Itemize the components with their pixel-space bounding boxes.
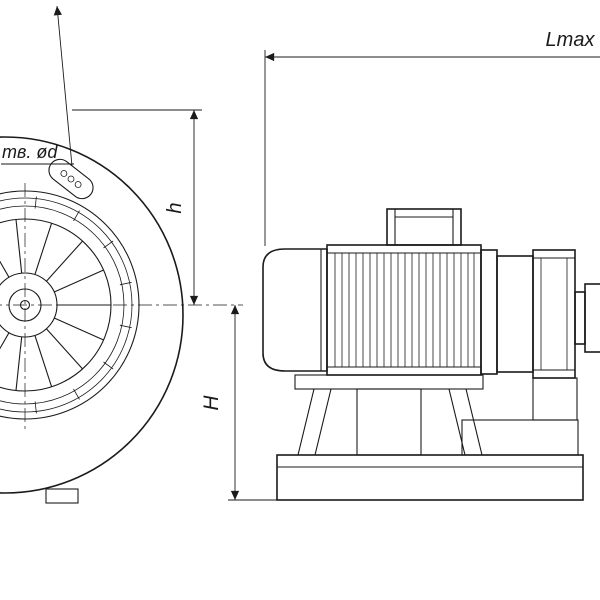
impeller-hub [0,272,58,338]
centerlines [0,183,243,430]
cooling-fins [334,253,475,367]
tab-hole [74,181,82,188]
holes-callout: тв. ød [1,5,74,167]
dimension-lmax: Lmax [264,29,600,246]
holes-note-label: тв. ød [2,142,58,162]
motor-pedestal [294,374,484,456]
lmax-dimension-label: Lmax [546,29,596,51]
base-plate [276,454,584,501]
motor-body [326,244,482,376]
impeller-blades [0,219,111,391]
scroll-housing-circle [0,136,184,494]
dimension-H: H [200,305,281,501]
housing-foot [45,488,79,504]
H-dimension-label: H [200,395,223,411]
flange-bolt-ticks [34,196,132,414]
bearing-unit [480,249,576,379]
shaft-coupling [574,283,600,353]
h-dimension-label: h [164,202,186,213]
flange-mounting-tab [48,158,94,200]
terminal-box [386,208,462,246]
front-view [0,136,243,504]
dimension-h: h [72,109,202,305]
dimensions: тв. ød h H Lmax [1,5,600,501]
side-view [262,208,600,501]
tab-hole [67,175,75,183]
motor-fan-cover [262,248,328,372]
holes-leader-line [53,5,73,167]
tab-hole [60,170,68,177]
